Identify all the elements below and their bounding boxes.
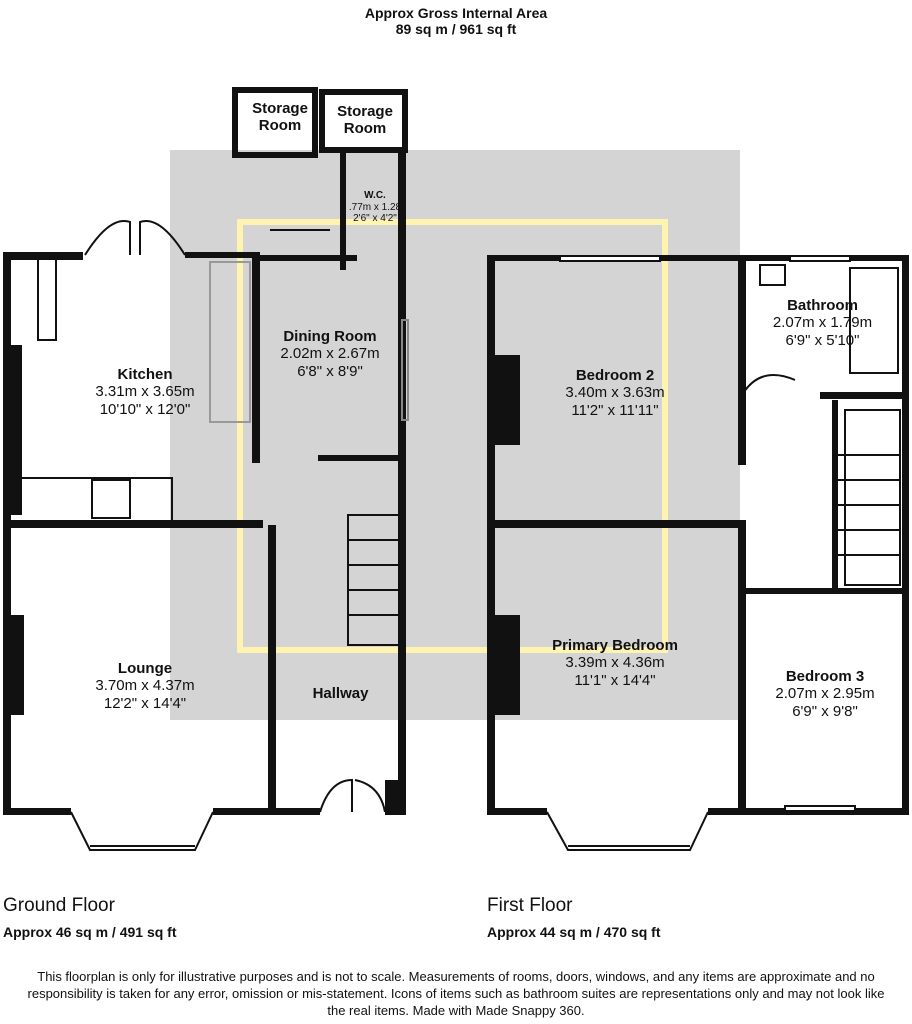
header-total: 89 sq m / 961 sq ft: [395, 21, 517, 38]
room-name: Bathroom: [787, 297, 858, 314]
room-imperial: 11'2" x 11'11": [571, 401, 659, 419]
ground-floor-walls: [3, 87, 408, 815]
room-imperial: 2'6" x 4'2": [353, 213, 397, 224]
ground-floor-area: Approx 46 sq m / 491 sq ft: [3, 924, 177, 940]
room-hallway: Hallway: [278, 685, 403, 702]
ground-floor-fixtures: [22, 220, 409, 851]
room-imperial: 12'2" x 14'4": [103, 694, 187, 712]
room-metric: 2.07m x 2.95m: [775, 685, 875, 703]
room-name: Bedroom 3: [785, 668, 865, 685]
room-metric: 3.40m x 3.63m: [565, 384, 665, 402]
room-imperial: 6'8" x 8'9": [297, 362, 363, 380]
room-imperial: 11'1" x 14'4": [574, 671, 656, 689]
room-imperial: 6'9" x 9'8": [792, 702, 858, 720]
room-storage-1: Storage Room: [240, 100, 320, 135]
first-floor-area: Approx 44 sq m / 470 sq ft: [487, 924, 661, 940]
room-metric: 2.07m x 1.79m: [772, 314, 873, 332]
watermark-frame: [237, 219, 668, 653]
first-floor-fixtures: [546, 255, 901, 851]
room-imperial: 6'9" x 5'10": [785, 331, 860, 349]
room-name: Dining Room: [283, 328, 377, 345]
room-name: Kitchen: [117, 366, 173, 383]
gross-area-header: Approx Gross Internal Area 89 sq m / 961…: [0, 5, 912, 37]
room-metric: 3.39m x 4.36m: [565, 654, 665, 672]
room-metric: 3.31m x 3.65m: [95, 383, 195, 401]
room-name: Storage Room: [337, 103, 393, 138]
room-name: Hallway: [312, 685, 369, 702]
room-imperial: 10'10" x 12'0": [99, 400, 191, 418]
room-metric: 2.02m x 2.67m: [280, 345, 380, 363]
room-name: W.C.: [364, 190, 386, 201]
watermark-background: [170, 150, 740, 720]
room-storage-2: Storage Room: [325, 103, 405, 138]
header-title: Approx Gross Internal Area: [364, 5, 548, 21]
room-name: Bedroom 2: [575, 367, 655, 384]
room-metric: 3.70m x 4.37m: [95, 677, 195, 695]
first-floor-label: First Floor: [487, 895, 573, 916]
room-name: Primary Bedroom: [552, 637, 678, 654]
ground-floor-label: Ground Floor: [3, 895, 115, 916]
room-name: Lounge: [117, 660, 173, 677]
room-metric: .77m x 1.28: [348, 201, 402, 213]
disclaimer: This floorplan is only for illustrative …: [27, 969, 885, 1018]
room-name: Storage Room: [252, 100, 308, 135]
